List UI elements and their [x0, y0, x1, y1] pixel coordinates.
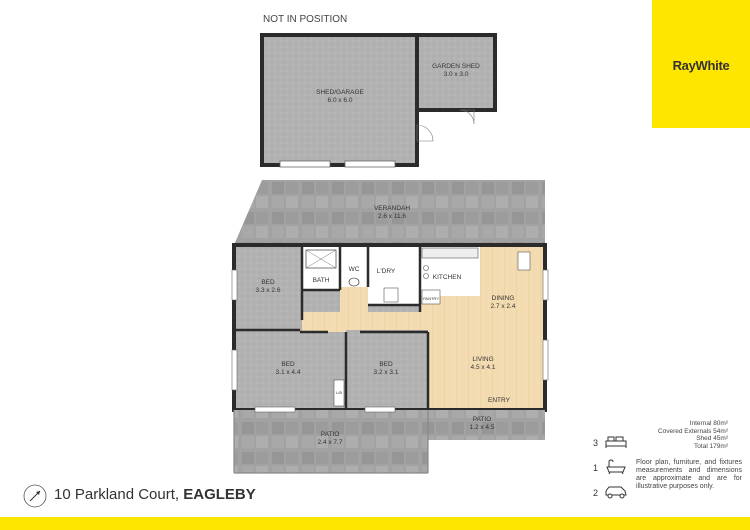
- bed-icon: [605, 436, 627, 448]
- area-summary: Internal 80m² Covered Externals 54m² She…: [618, 420, 728, 450]
- footer-bar: [0, 517, 750, 530]
- room-living: LIVING 4.5 x 4.1: [470, 356, 496, 371]
- car-count: 2: [593, 488, 599, 498]
- room-garden-shed: GARDEN SHED 3.0 x 3.0: [432, 63, 480, 78]
- living-dining-floor: [302, 245, 545, 410]
- bath-count: 1: [593, 463, 599, 473]
- brand-name: RayWhite: [672, 58, 730, 73]
- room-patio-2: PATIO 1.2 x 4.5: [469, 416, 495, 431]
- bath-icon: [606, 459, 626, 475]
- address-street: 10 Parkland Court,: [54, 486, 184, 503]
- room-bed-1: BED 3.3 x 2.6: [255, 279, 281, 294]
- not-in-position-note: NOT IN POSITION: [263, 14, 348, 25]
- linen-label: L/B: [335, 390, 342, 395]
- address-suburb: EAGLEBY: [183, 486, 256, 503]
- patio-right-area: [428, 410, 545, 440]
- room-dining: DINING 2.7 x 2.4: [490, 295, 516, 310]
- room-kitchen: KITCHEN: [432, 274, 462, 281]
- area-covered: Covered Externals 54m²: [657, 427, 728, 435]
- area-internal: Internal 80m²: [689, 420, 728, 427]
- room-wc: WC: [348, 266, 360, 273]
- property-address: 10 Parkland Court, EAGLEBY: [54, 486, 256, 503]
- room-verandah: VERANDAH 2.6 x 11.6: [373, 205, 411, 220]
- room-bed-2: BED 3.1 x 4.4: [275, 361, 301, 376]
- room-laundry: L'DRY: [376, 268, 396, 275]
- patio-left-area: [234, 410, 428, 473]
- compass-icon: [23, 484, 47, 508]
- car-icon: [605, 486, 627, 499]
- room-entry: ENTRY: [488, 397, 510, 404]
- area-shed: Shed 45m²: [696, 435, 728, 442]
- room-bath: BATH: [312, 277, 330, 284]
- room-patio-1: PATIO 2.4 x 7.7: [317, 431, 343, 446]
- room-shed-garage: SHED/GARAGE 6.0 x 6.0: [316, 89, 364, 104]
- disclaimer-text: Floor plan, furniture, and fixtures meas…: [636, 459, 742, 490]
- area-total: Total 179m²: [694, 442, 728, 450]
- brand-logo: RayWhite: [652, 0, 750, 128]
- verandah-area: [234, 180, 545, 245]
- pantry-label: PANTRY: [423, 296, 439, 301]
- garden-shed-room: [415, 33, 497, 112]
- room-bed-3: BED 3.2 x 3.1: [373, 361, 399, 376]
- bed-count: 3: [593, 438, 599, 448]
